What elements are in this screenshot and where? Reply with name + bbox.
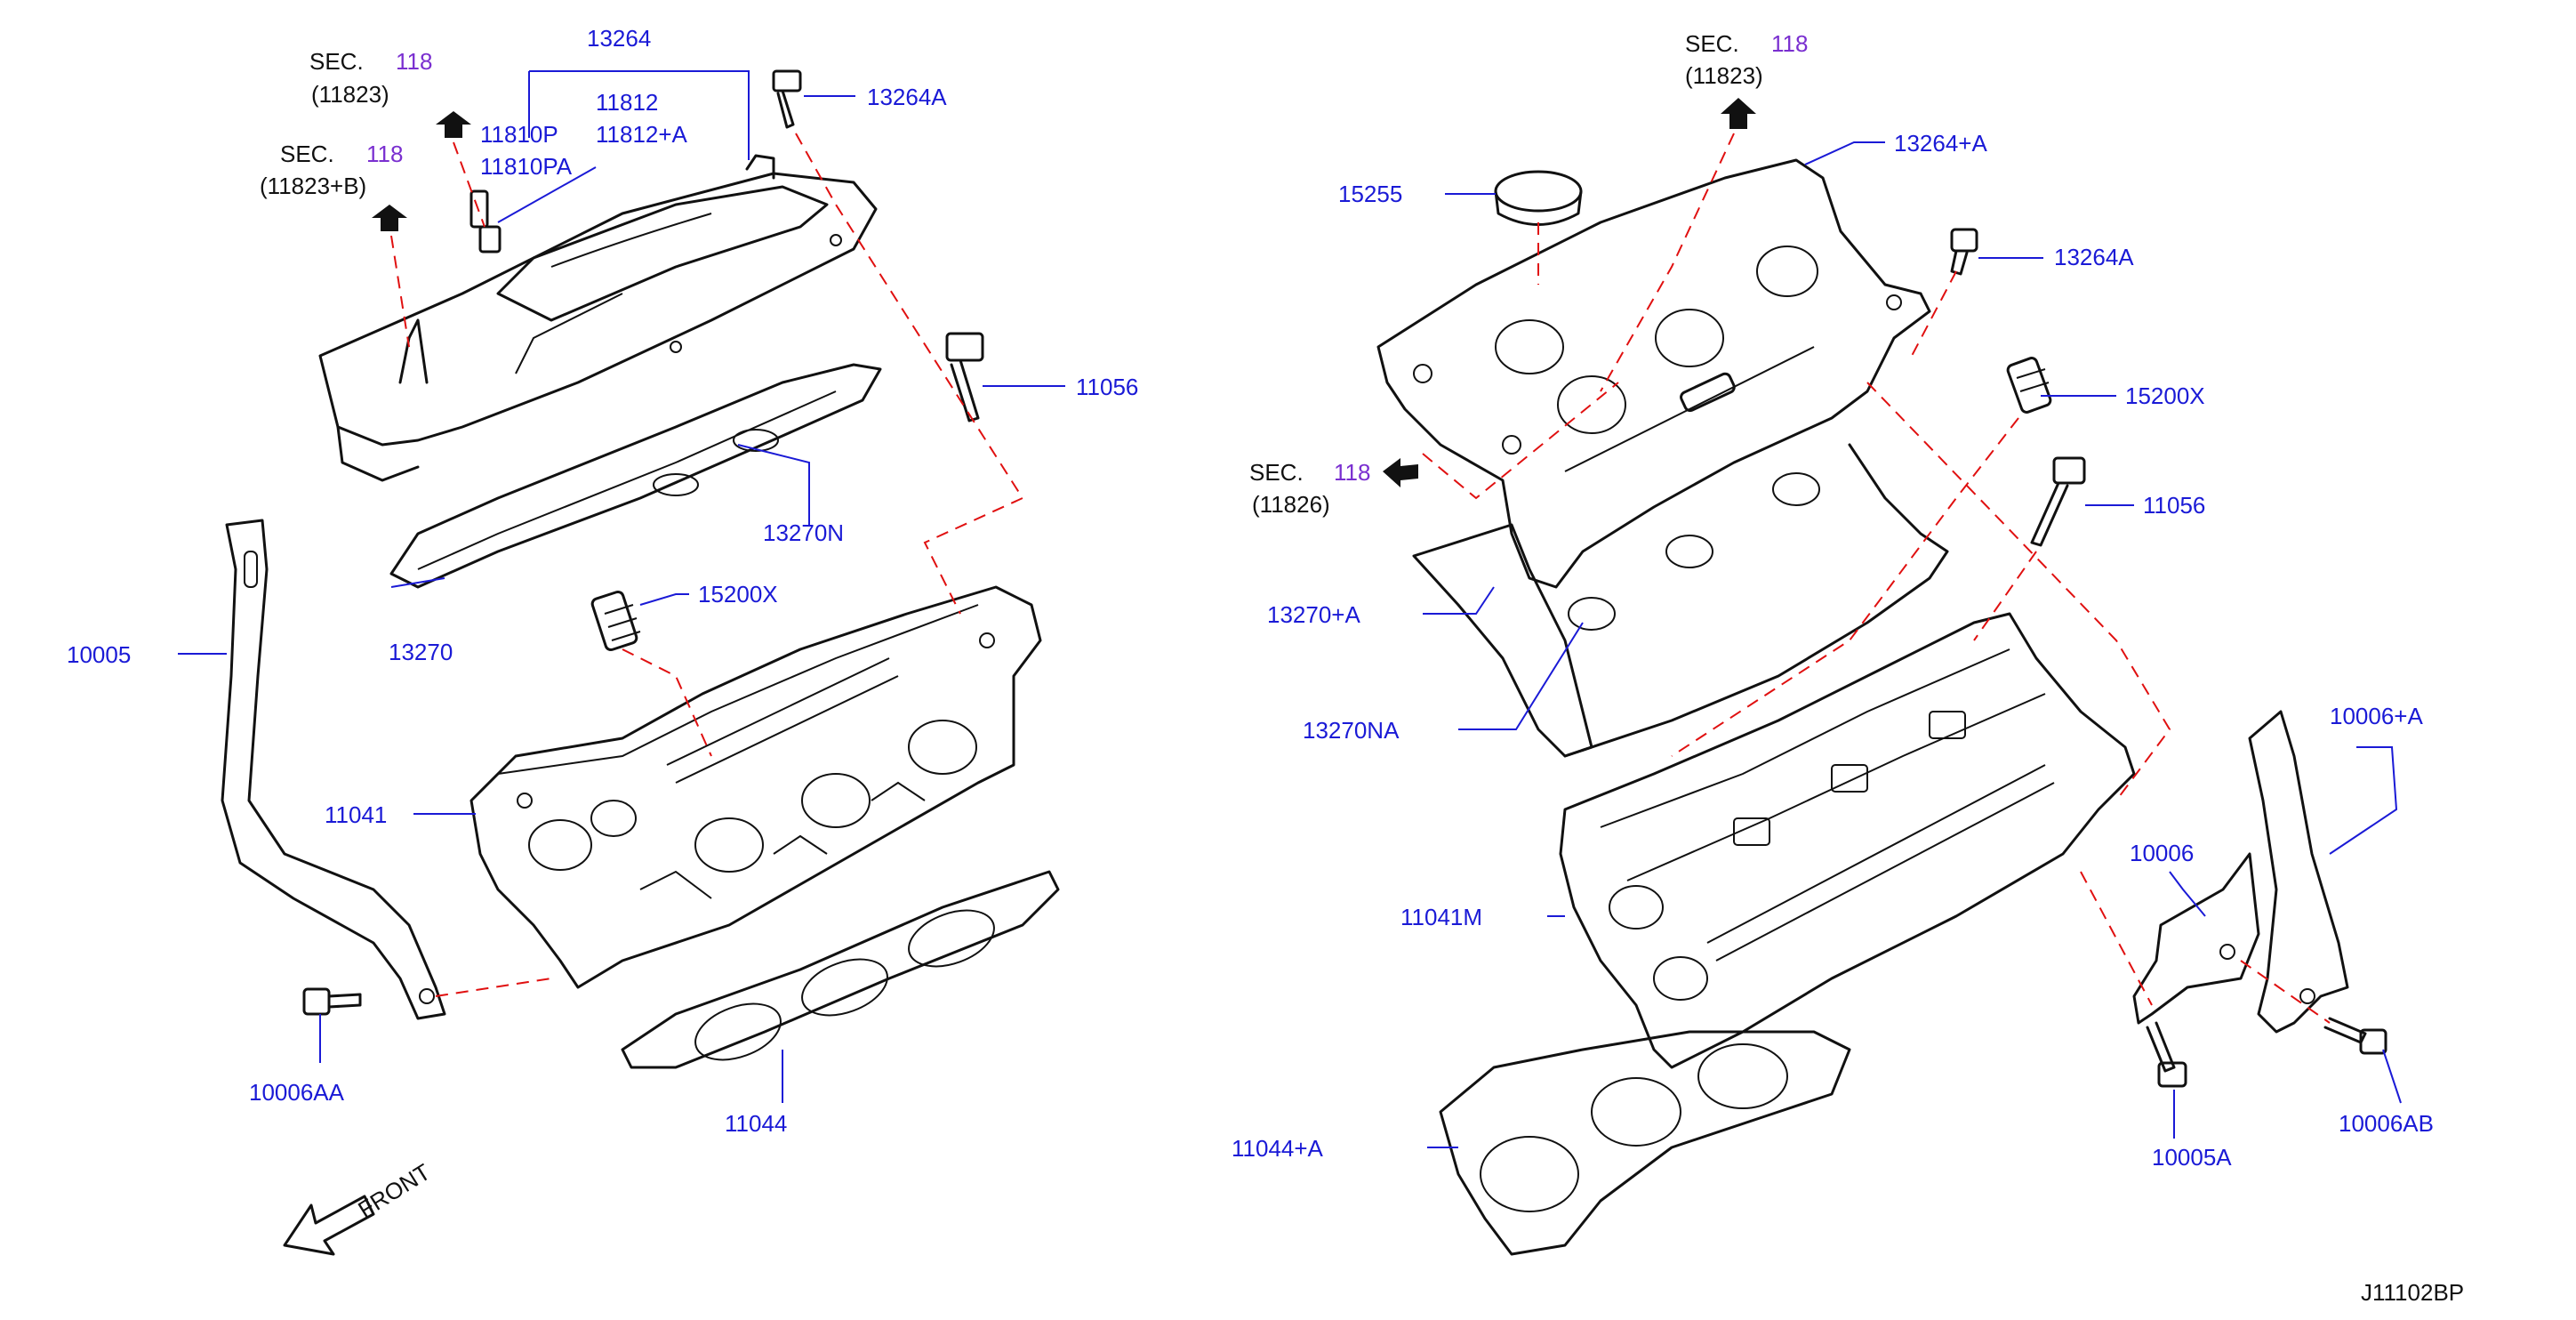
- sec-arrow-4: [1383, 458, 1418, 487]
- head-gasket-left: [621, 870, 1060, 1069]
- label-11810P: 11810P: [480, 121, 558, 148]
- valve-cover-right: [1376, 158, 1931, 589]
- label-10006AB: 10006AB: [2339, 1110, 2434, 1137]
- label-leader-lines: [178, 70, 2402, 1148]
- bolt-11056-left: [945, 332, 984, 423]
- bolt-10005A: [2146, 1021, 2187, 1088]
- label-13270NA: 13270NA: [1303, 717, 1400, 744]
- section-ref-4: SEC. 118 (11826): [1249, 459, 1370, 518]
- sec-arrow-1: [436, 111, 471, 138]
- sec-number: 118: [1334, 459, 1370, 486]
- bolt-11056-right: [2030, 456, 2086, 547]
- label-15200X-left: 15200X: [698, 581, 778, 608]
- sec-number: 118: [366, 141, 403, 167]
- sec-arrow-2: [372, 205, 407, 231]
- front-direction-arrow: [283, 1195, 375, 1256]
- sec-prefix: SEC.: [1249, 459, 1304, 486]
- label-10006-plus-A: 10006+A: [2330, 703, 2423, 729]
- valve-cover-left: [318, 154, 878, 482]
- sec-ref: (11826): [1252, 491, 1330, 518]
- bolt-10006AB: [2323, 1017, 2387, 1055]
- head-gasket-right: [1439, 1030, 1851, 1256]
- label-13264-plus-A: 13264+A: [1894, 130, 1987, 157]
- label-11810PA: 11810PA: [480, 153, 573, 180]
- bracket-10006: [2132, 852, 2260, 1025]
- label-10005A: 10005A: [2152, 1144, 2232, 1171]
- section-arrows: [372, 98, 1756, 487]
- label-11056-left: 11056: [1076, 374, 1138, 400]
- label-11041: 11041: [325, 801, 387, 828]
- label-10006: 10006: [2130, 840, 2194, 866]
- label-10006AA: 10006AA: [249, 1079, 345, 1106]
- label-11041M: 11041M: [1400, 904, 1482, 930]
- label-13264: 13264: [587, 25, 651, 52]
- bolt-13264A-left: [772, 69, 802, 129]
- label-11056-right: 11056: [2143, 492, 2205, 519]
- sec-number: 118: [396, 48, 432, 75]
- section-ref-3: SEC. 118 (11823): [1685, 30, 1808, 89]
- oil-filter-screen-left: [590, 590, 641, 652]
- bolt-13264A-right: [1950, 228, 1978, 276]
- bracket-10006-plus-A: [2248, 710, 2349, 1034]
- label-13270: 13270: [389, 639, 453, 665]
- sec-ref: (11823): [311, 81, 389, 108]
- label-13264A-left: 13264A: [867, 84, 947, 110]
- bolt-10006AA: [302, 987, 362, 1016]
- breather-fitting-left: [469, 189, 502, 254]
- label-13270N: 13270N: [763, 519, 844, 546]
- section-ref-1: SEC. 118 (11823): [309, 48, 432, 108]
- cylinder-head-left: [469, 585, 1042, 989]
- front-label: FRONT: [353, 1158, 435, 1223]
- label-10005: 10005: [67, 641, 131, 668]
- sec-prefix: SEC.: [309, 48, 364, 75]
- oil-filter-screen-right: [2006, 357, 2052, 414]
- label-15255: 15255: [1338, 181, 1402, 207]
- sec-prefix: SEC.: [1685, 30, 1739, 57]
- label-15200X-right: 15200X: [2125, 382, 2205, 409]
- sec-number: 118: [1771, 30, 1808, 57]
- valve-cover-gasket-left: [389, 363, 882, 589]
- sec-ref: (11823): [1685, 62, 1763, 89]
- oil-filler-cap: [1494, 170, 1583, 226]
- cylinder-head-right: [1559, 612, 2136, 1069]
- label-13270-plus-A: 13270+A: [1267, 601, 1360, 628]
- sec-prefix: SEC.: [280, 141, 334, 167]
- label-11812: 11812: [596, 89, 658, 116]
- diagram-code: J11102BP: [2361, 1279, 2464, 1306]
- label-11812-plus-A: 11812+A: [596, 121, 688, 148]
- sec-ref: (11823+B): [260, 173, 366, 199]
- label-11044-plus-A: 11044+A: [1232, 1135, 1324, 1162]
- label-11044: 11044: [725, 1110, 787, 1137]
- alignment-dashed-lines: [390, 133, 2331, 1024]
- sec-arrow-3: [1721, 98, 1756, 129]
- label-13264A-right: 13264A: [2054, 244, 2134, 270]
- section-ref-2: SEC. 118 (11823+B): [260, 141, 403, 199]
- valve-cover-gasket-right: [1412, 443, 1949, 758]
- engine-bracket-left: [221, 519, 446, 1020]
